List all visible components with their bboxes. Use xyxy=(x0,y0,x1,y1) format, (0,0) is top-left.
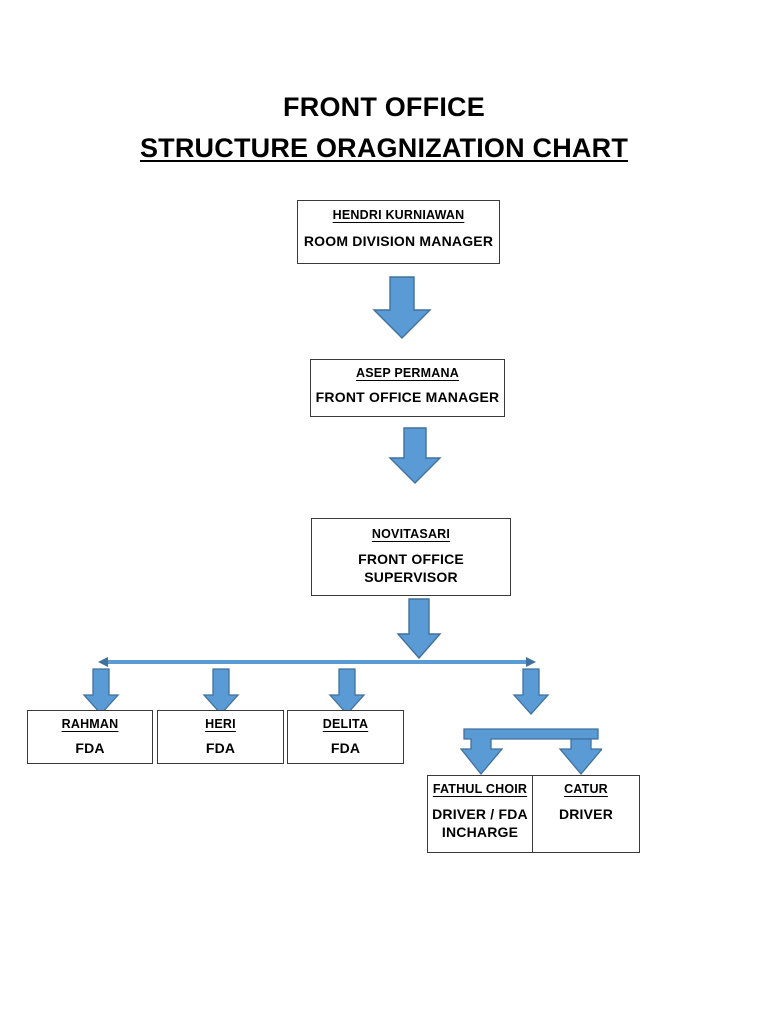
node-role-fathul-choir: DRIVER / FDA INCHARGE xyxy=(432,806,528,841)
arrow-branch-to-drivers xyxy=(512,668,550,716)
node-role-asep-permana: FRONT OFFICE MANAGER xyxy=(315,389,500,405)
page-title: FRONT OFFICE xyxy=(283,92,485,122)
arrow-asep-to-novitasari xyxy=(388,427,442,485)
node-name-hendri-kurniawan: HENDRI KURNIAWAN xyxy=(332,208,465,222)
arrow-novitasari-to-branch-bar xyxy=(396,598,442,660)
arrow-branch-to-rahman xyxy=(82,668,120,716)
driver-split-bracket xyxy=(460,727,602,777)
node-name-rahman: RAHMAN xyxy=(61,717,119,731)
node-box-delita[interactable]: DELITA FDA xyxy=(287,710,404,764)
node-box-catur[interactable]: CATUR DRIVER xyxy=(532,775,640,853)
node-role-fathul-choir-line1: DRIVER / FDA xyxy=(432,806,528,822)
arrow-branch-to-heri xyxy=(202,668,240,716)
branch-connector-line xyxy=(98,654,536,670)
node-box-asep-permana[interactable]: ASEP PERMANA FRONT OFFICE MANAGER xyxy=(310,359,505,417)
arrow-branch-to-delita xyxy=(328,668,366,716)
node-role-fathul-choir-line2: INCHARGE xyxy=(441,823,519,840)
arrow-hendri-to-asep xyxy=(372,276,432,340)
node-role-catur: DRIVER xyxy=(558,806,614,822)
node-name-novitasari: NOVITASARI xyxy=(371,527,451,541)
node-name-delita: DELITA xyxy=(322,717,369,731)
node-role-hendri-kurniawan: ROOM DIVISION MANAGER xyxy=(303,233,494,249)
node-name-catur: CATUR xyxy=(564,782,608,796)
node-role-heri: FDA xyxy=(205,740,236,756)
node-role-rahman: FDA xyxy=(75,740,105,756)
node-role-delita: FDA xyxy=(330,740,361,756)
node-name-asep-permana: ASEP PERMANA xyxy=(356,366,459,380)
node-name-heri: HERI xyxy=(205,717,236,731)
node-box-hendri-kurniawan[interactable]: HENDRI KURNIAWAN ROOM DIVISION MANAGER xyxy=(297,200,500,264)
node-box-novitasari[interactable]: NOVITASARI FRONT OFFICE SUPERVISOR xyxy=(311,518,511,596)
page-subtitle: STRUCTURE ORAGNIZATION CHART xyxy=(0,133,768,164)
node-name-fathul-choir: FATHUL CHOIR xyxy=(432,782,528,796)
node-box-rahman[interactable]: RAHMAN FDA xyxy=(27,710,153,764)
node-box-fathul-choir[interactable]: FATHUL CHOIR DRIVER / FDA INCHARGE xyxy=(427,775,533,853)
node-role-novitasari: FRONT OFFICE SUPERVISOR xyxy=(358,551,464,585)
page-subtitle-text: STRUCTURE ORAGNIZATION CHART xyxy=(139,133,629,163)
node-box-heri[interactable]: HERI FDA xyxy=(157,710,284,764)
